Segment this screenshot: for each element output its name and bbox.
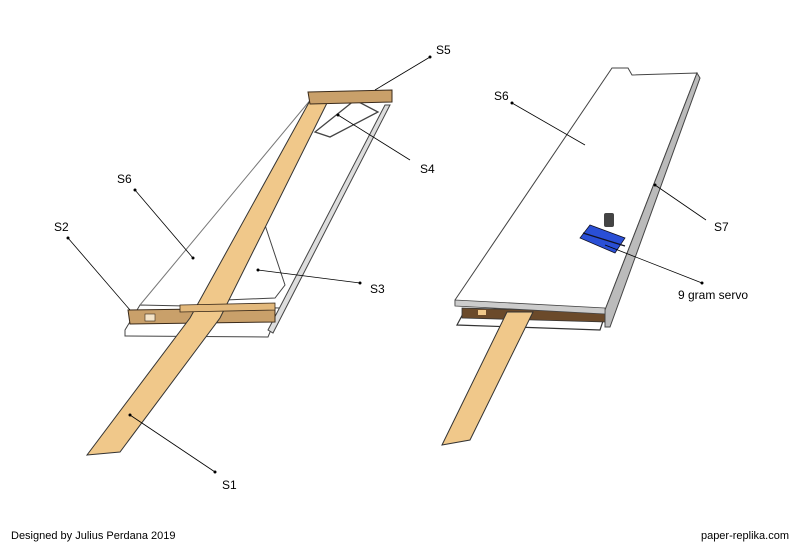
- leader-s6-left: [134, 189, 194, 259]
- part-s6-frame-left: [139, 97, 313, 306]
- label-s2: S2: [54, 220, 69, 234]
- part-s5-crossbar: [307, 89, 393, 105]
- leader-s6-right: [511, 102, 586, 146]
- leader-s3: [257, 269, 361, 284]
- left-assembly: [85, 89, 393, 456]
- designer-credit: Designed by Julius Perdana 2019: [11, 530, 176, 542]
- label-s6-left: S6: [117, 172, 132, 186]
- part-s4: [313, 99, 380, 138]
- part-s2-slot: [144, 313, 156, 322]
- leader-s4: [337, 114, 411, 161]
- part-s7-edge: [604, 71, 701, 328]
- leader-dots: [66, 55, 704, 474]
- part-s1-crossbar-top: [179, 302, 276, 313]
- leader-servo: [604, 244, 703, 284]
- label-s1: S1: [222, 478, 237, 492]
- label-servo: 9 gram servo: [678, 288, 749, 302]
- part-s1-stick: [441, 311, 534, 446]
- label-s7: S7: [714, 220, 729, 234]
- leader-s5: [374, 56, 431, 91]
- label-s5: S5: [436, 43, 451, 57]
- right-assembly: [441, 67, 701, 446]
- part-s3: [224, 224, 286, 301]
- leader-s1: [129, 414, 216, 473]
- part-panel-front-edge: [454, 299, 606, 315]
- servo-icon: [579, 213, 626, 254]
- leader-lines: [67, 56, 707, 473]
- part-slot: [478, 310, 486, 315]
- leader-s7: [654, 184, 707, 221]
- label-s3: S3: [370, 282, 385, 296]
- leader-s2: [67, 237, 131, 311]
- website-credit: paper-replika.com: [700, 530, 789, 542]
- label-s6-right: S6: [494, 89, 509, 103]
- label-s4: S4: [420, 162, 435, 176]
- part-s6-frame-right: [267, 104, 391, 334]
- part-s1-stick: [85, 96, 331, 456]
